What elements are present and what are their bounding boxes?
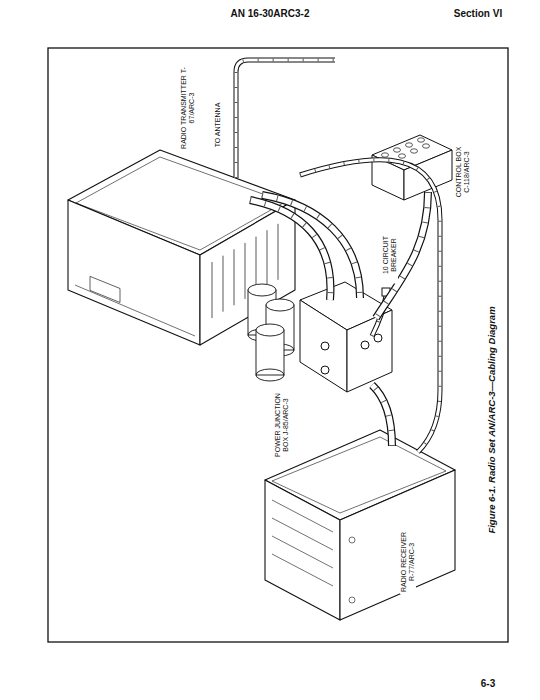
part-label: 10 CIRCUIT BREAKER [382,227,398,284]
control-knob [418,138,425,142]
cable [300,160,440,452]
control-knob [423,144,430,148]
cable [376,192,428,318]
vent-slot [278,224,279,280]
cable [236,60,335,178]
section-heading: Section VI [453,8,503,20]
figure-frame [48,48,508,642]
control-knob [406,143,413,147]
unit-label: RADIO RECEIVER R-77/ARC-3 [400,530,416,594]
vent-slot [212,262,213,318]
panel-screw [349,537,355,543]
page-number: 6-3 [480,678,496,690]
cable [262,195,360,298]
unit-label: POWER JUNCTION BOX J-85/ARC-3 [274,386,290,464]
capacitor-base [256,369,284,381]
cable-label: TO ANTENNA [214,102,222,149]
radio-receiver [265,430,455,620]
panel-line [272,500,333,532]
panel-line [272,518,333,550]
cable [372,385,392,446]
control-knob [411,149,418,153]
figure-caption: Figure 6-1. Radio Set AN/ARC-3—Cabling D… [487,305,498,534]
cable [300,160,440,452]
control-knob [382,153,389,157]
control-knob [394,148,401,152]
cable [376,192,428,318]
capacitor-top [266,299,294,311]
cable [372,385,392,446]
panel-line [272,554,333,586]
unit-label: RADIO TRANSMITTER T-67/ARC-3 [180,64,196,152]
vent-slot [245,243,246,299]
cable [236,60,335,178]
panel-line [272,536,333,568]
unit-label: CONTROL BOX C-118/ARC-3 [455,141,471,203]
vent-slot [234,249,235,305]
cable [262,195,360,298]
radio-transmitter [68,150,295,345]
vent-slot [267,230,268,286]
capacitor-top [248,284,276,296]
cable [376,192,428,318]
vent-slot [223,256,224,312]
capacitor-top [256,324,284,336]
cable-harness [236,60,440,452]
cable [372,385,392,446]
cable [262,195,360,298]
power-junction-box [248,282,392,392]
document-number: AN 16-30ARC3-2 [230,8,311,20]
capacitor-can [256,330,284,375]
cable [236,60,335,178]
control-knob [399,154,406,158]
panel-screw [349,597,355,603]
cable [300,160,440,452]
